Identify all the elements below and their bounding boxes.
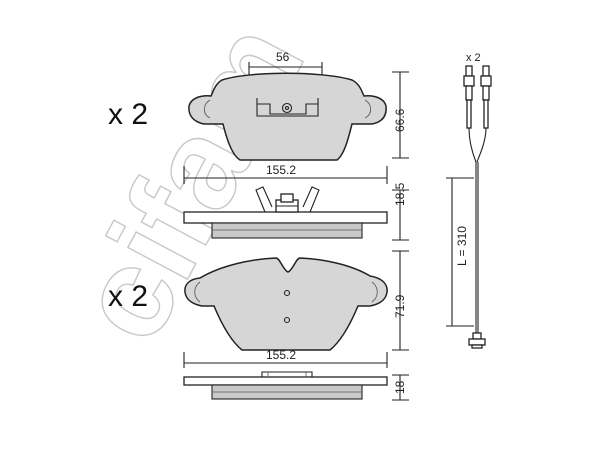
bottom-pad-thickness-label: 18 <box>393 380 407 394</box>
bottom-pad-group: x 2 71.9 155.2 18 <box>108 250 409 401</box>
wear-sensor-group: x 2 L = 310 <box>446 52 492 349</box>
bottom-pad-quantity: x 2 <box>108 280 148 313</box>
top-pad-width-top-label: 56 <box>276 50 290 64</box>
top-pad-quantity: x 2 <box>108 98 148 131</box>
top-pad-length-label: 155.2 <box>266 163 296 177</box>
bottom-pad-height-label: 71.9 <box>393 294 407 318</box>
sensor-length-label: L = 310 <box>455 226 469 266</box>
bottom-pad-shape <box>184 257 388 351</box>
sensor-quantity: x 2 <box>466 52 481 64</box>
top-pad-center-hole <box>281 102 293 114</box>
bottom-pad-hole-lower <box>283 316 291 324</box>
top-pad-group: x 2 56 66.6 155.2 <box>108 50 409 241</box>
top-pad-side-view <box>183 186 388 239</box>
bottom-pad-side-view <box>183 371 388 400</box>
top-pad-shape <box>188 72 387 161</box>
top-pad-thickness-label: 18.5 <box>393 182 407 206</box>
bottom-pad-hole-upper <box>283 289 291 297</box>
bottom-pad-length-label: 155.2 <box>266 348 296 362</box>
top-pad-height-label: 66.6 <box>393 108 407 132</box>
